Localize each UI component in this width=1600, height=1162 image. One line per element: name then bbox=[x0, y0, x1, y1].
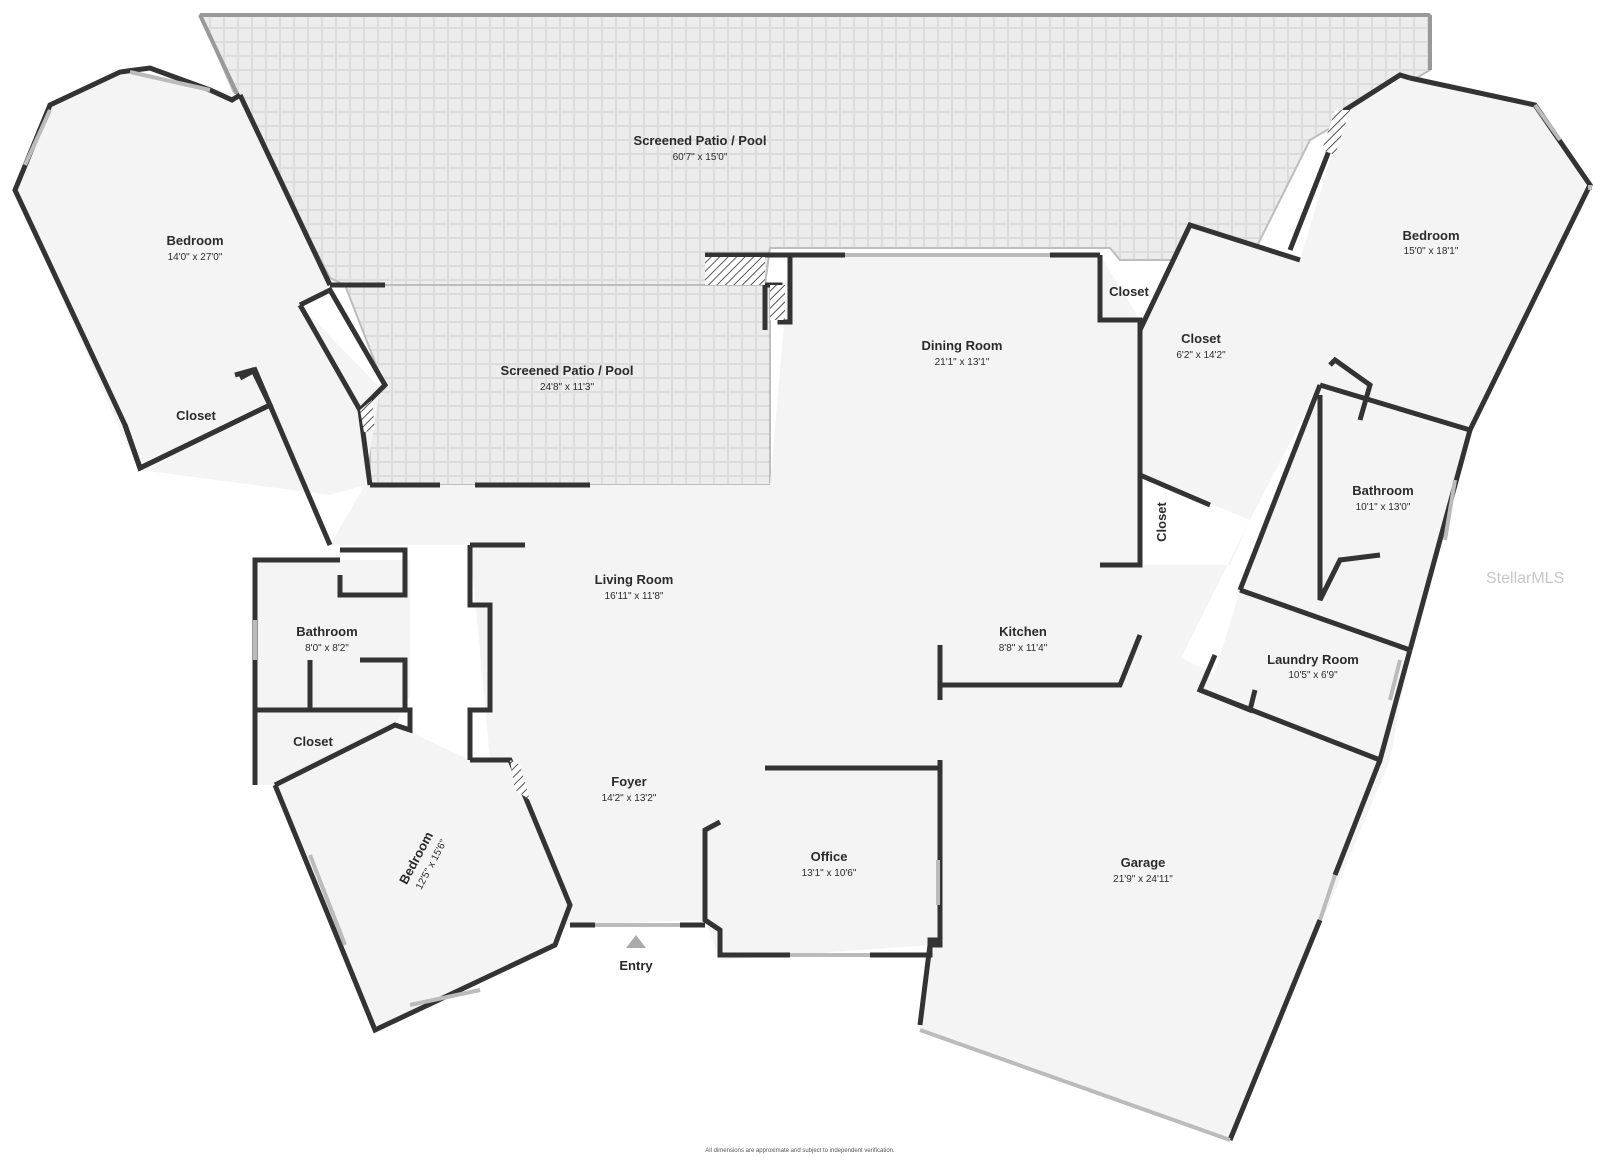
room-dims-bathroom-e: 10'1" x 13'0" bbox=[1356, 502, 1411, 513]
room-name-closet-nw: Closet bbox=[176, 408, 216, 423]
room-dims-laundry: 10'5" x 6'9" bbox=[1288, 670, 1338, 681]
room-name-foyer: Foyer bbox=[611, 774, 646, 789]
room-dims-living: 16'11" x 11'8" bbox=[605, 591, 664, 602]
room-name-bathroom-e: Bathroom bbox=[1352, 483, 1413, 498]
room-name-laundry: Laundry Room bbox=[1267, 652, 1359, 667]
walls bbox=[12, 65, 1593, 1141]
windows bbox=[23, 70, 1592, 1142]
room-dims-kitchen: 8'8" x 11'4" bbox=[999, 643, 1048, 654]
room-name-bedroom-nw: Bedroom bbox=[166, 233, 223, 248]
hatched-columns bbox=[360, 110, 1350, 800]
room-dims-foyer: 14'2" x 13'2" bbox=[602, 793, 657, 804]
room-name-bedroom-ne: Bedroom bbox=[1402, 228, 1459, 243]
room-dims-closet-walkin: 6'2" x 14'2" bbox=[1176, 350, 1226, 361]
room-name-closet-w: Closet bbox=[293, 734, 333, 749]
room-dims-bedroom-nw: 14'0" x 27'0" bbox=[168, 252, 223, 263]
room-name-closet-small: Closet bbox=[1154, 501, 1169, 541]
watermark: StellarMLS bbox=[1486, 570, 1565, 587]
room-dims-patio-upper: 60'7" x 15'0" bbox=[673, 152, 728, 163]
room-dims-patio-lower: 24'8" x 11'3" bbox=[540, 382, 595, 393]
room-dims-garage: 21'9" x 24'11" bbox=[1113, 874, 1173, 885]
room-name-living: Living Room bbox=[595, 572, 674, 587]
room-dims-office: 13'1" x 10'6" bbox=[802, 868, 857, 879]
room-dims-bathroom-w: 8'0" x 8'2" bbox=[305, 643, 349, 654]
room-name-garage: Garage bbox=[1121, 855, 1166, 870]
room-dims-bedroom-ne: 15'0" x 18'1" bbox=[1404, 246, 1459, 257]
room-name-patio-upper: Screened Patio / Pool bbox=[634, 133, 767, 148]
room-name-kitchen: Kitchen bbox=[999, 624, 1047, 639]
room-name-office: Office bbox=[811, 849, 848, 864]
room-name-dining: Dining Room bbox=[922, 338, 1003, 353]
entry-arrow-icon bbox=[626, 935, 646, 948]
room-name-closet-dining: Closet bbox=[1109, 284, 1149, 299]
closet-nw-walls bbox=[122, 366, 274, 472]
room-dims-dining: 21'1" x 13'1" bbox=[935, 357, 990, 368]
disclaimer: All dimensions are approximate and subje… bbox=[705, 1148, 895, 1154]
room-name-bathroom-w: Bathroom bbox=[296, 624, 357, 639]
room-name-patio-lower: Screened Patio / Pool bbox=[501, 363, 634, 378]
room-name-closet-walkin: Closet bbox=[1181, 331, 1221, 346]
patio-upper-area bbox=[198, 13, 1432, 321]
entry-label: Entry bbox=[619, 958, 653, 973]
